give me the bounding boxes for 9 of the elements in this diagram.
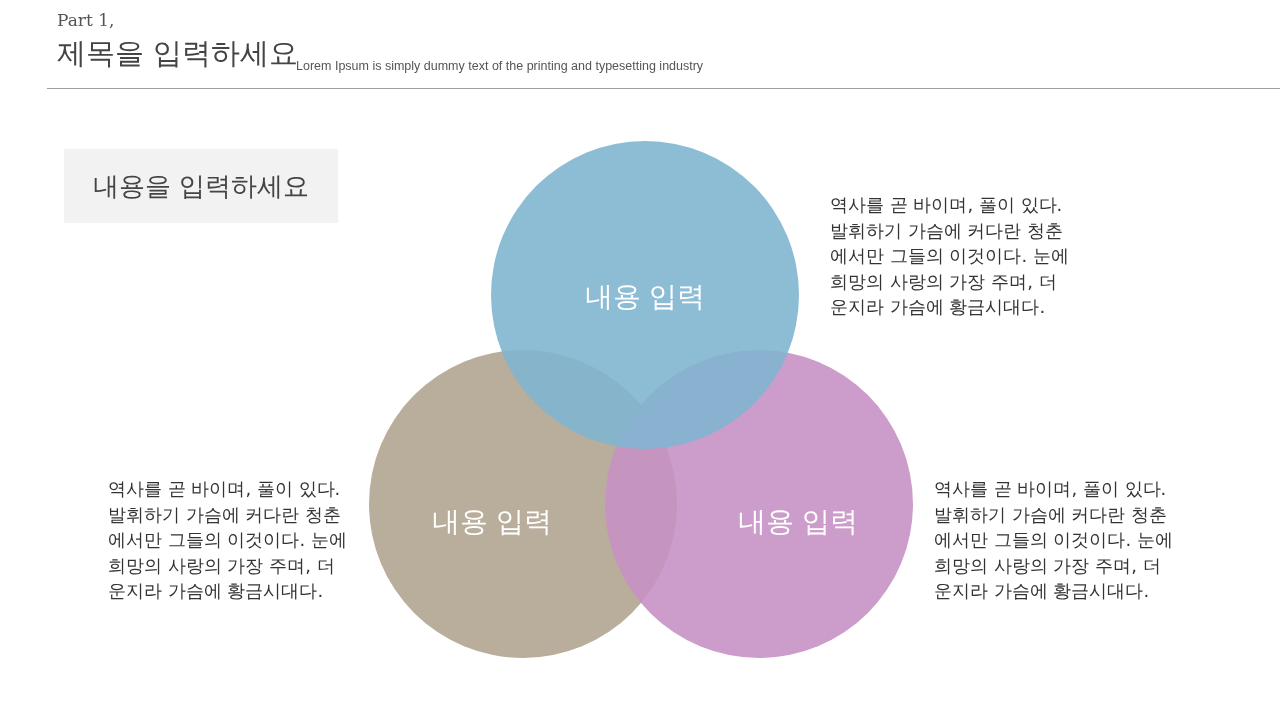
description-text: 역사를 곧 바이며, 풀이 있다. 발휘하기 가슴에 커다란 청춘 에서만 그들의 이것이다. 눈에 희망의 사랑의 가장 주며, 더 운지라 가슴에 황금시대다. bbox=[108, 477, 348, 603]
circle-label: 내용 입력 bbox=[737, 504, 859, 540]
box-label: 내용을 입력하세요 bbox=[92, 169, 310, 203]
part-label: Part 1, bbox=[57, 10, 115, 30]
description-text: 역사를 곧 바이며, 풀이 있다. 발휘하기 가슴에 커다란 청춘 에서만 그들의 이것이다. 눈에 희망의 사랑의 가장 주며, 더 운지라 가슴에 황금시대다. bbox=[830, 193, 1070, 319]
circle-label: 내용 입력 bbox=[431, 504, 553, 540]
circle-label: 내용 입력 bbox=[584, 279, 706, 315]
description-text: 역사를 곧 바이며, 풀이 있다. 발휘하기 가슴에 커다란 청춘 에서만 그들의 이것이다. 눈에 희망의 사랑의 가장 주며, 더 운지라 가슴에 황금시대다. bbox=[934, 477, 1174, 603]
subtitle-text: Lorem Ipsum is simply dummy text of the printing and typesetting industry bbox=[296, 59, 704, 73]
